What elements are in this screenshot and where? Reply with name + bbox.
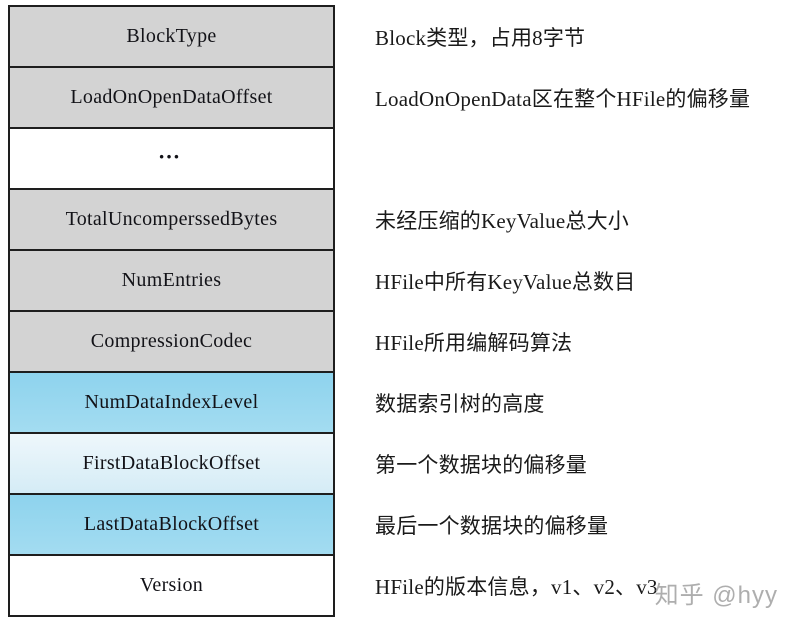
- struct-row: LastDataBlockOffset 最后一个数据块的偏移量: [8, 493, 792, 556]
- field-description: HFile所用编解码算法: [375, 330, 573, 355]
- watermark: 知乎 @hyy: [654, 582, 778, 609]
- field-label: Version: [139, 574, 204, 596]
- struct-row: TotalUncomperssedBytes 未经压缩的KeyValue总大小: [8, 188, 792, 251]
- field-box: TotalUncomperssedBytes: [8, 188, 335, 251]
- field-description: Block类型，占用8字节: [375, 25, 586, 50]
- field-label: LoadOnOpenDataOffset: [70, 86, 273, 108]
- struct-row: NumEntries HFile中所有KeyValue总数目: [8, 249, 792, 312]
- field-description: HFile的版本信息，v1、v2、v3: [375, 574, 658, 599]
- struct-row: NumDataIndexLevel 数据索引树的高度: [8, 371, 792, 434]
- field-box: CompressionCodec: [8, 310, 335, 373]
- struct-row: …: [8, 127, 792, 190]
- field-label: NumEntries: [121, 269, 222, 291]
- field-description: 第一个数据块的偏移量: [375, 452, 587, 477]
- field-box: LoadOnOpenDataOffset: [8, 66, 335, 129]
- field-label: …: [158, 138, 185, 164]
- field-box: NumEntries: [8, 249, 335, 312]
- struct-row: BlockType Block类型，占用8字节: [8, 5, 792, 68]
- field-description: 未经压缩的KeyValue总大小: [375, 208, 629, 233]
- field-label: FirstDataBlockOffset: [82, 452, 261, 474]
- field-box: LastDataBlockOffset: [8, 493, 335, 556]
- field-description: 数据索引树的高度: [375, 391, 545, 416]
- field-box: FirstDataBlockOffset: [8, 432, 335, 495]
- field-box: Version: [8, 554, 335, 617]
- field-label: NumDataIndexLevel: [84, 391, 259, 413]
- struct-table: BlockType Block类型，占用8字节 LoadOnOpenDataOffs…: [8, 5, 792, 617]
- field-description: LoadOnOpenData区在整个HFile的偏移量: [375, 86, 751, 111]
- field-description: HFile中所有KeyValue总数目: [375, 269, 636, 294]
- field-label: LastDataBlockOffset: [83, 513, 260, 535]
- field-label: TotalUncomperssedBytes: [65, 208, 278, 230]
- struct-row: Version HFile的版本信息，v1、v2、v3: [8, 554, 792, 617]
- field-box: NumDataIndexLevel: [8, 371, 335, 434]
- struct-row: CompressionCodec HFile所用编解码算法: [8, 310, 792, 373]
- field-box: …: [8, 127, 335, 190]
- field-label: CompressionCodec: [90, 330, 253, 352]
- struct-row: LoadOnOpenDataOffset LoadOnOpenData区在整个HF…: [8, 66, 792, 129]
- field-description: 最后一个数据块的偏移量: [375, 513, 609, 538]
- struct-row: FirstDataBlockOffset 第一个数据块的偏移量: [8, 432, 792, 495]
- field-label: BlockType: [126, 25, 217, 47]
- field-box: BlockType: [8, 5, 335, 68]
